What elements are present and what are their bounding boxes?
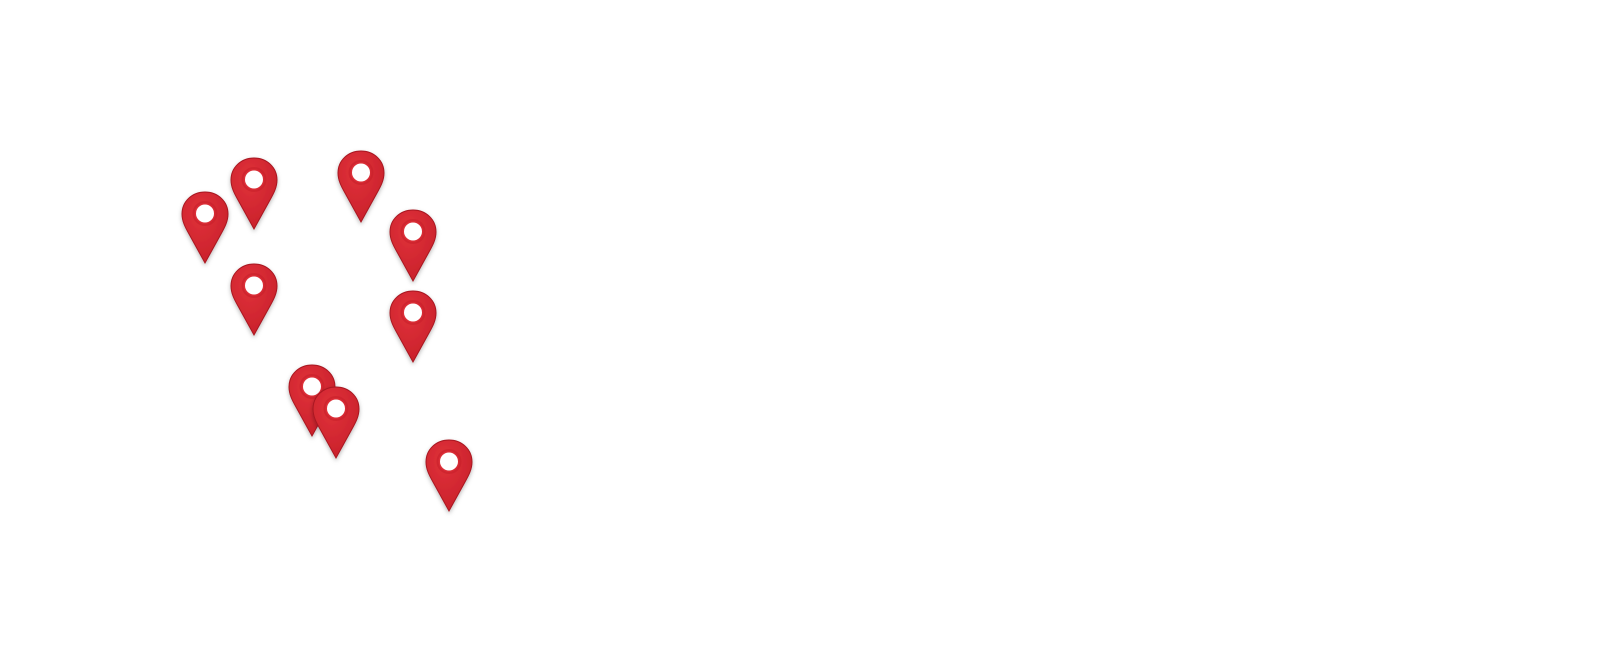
map-marker[interactable] xyxy=(311,385,361,461)
map-marker[interactable] xyxy=(388,208,438,284)
map-pin-icon xyxy=(230,263,278,337)
map-pin-icon xyxy=(312,386,360,460)
map-pin-icon xyxy=(288,364,336,438)
map-pin-icon xyxy=(389,290,437,364)
map-marker[interactable] xyxy=(287,363,337,439)
map-marker[interactable] xyxy=(229,262,279,338)
map-marker[interactable] xyxy=(180,190,230,266)
map-pin-icon xyxy=(181,191,229,265)
map-pin-icon xyxy=(425,439,473,513)
map-pin-icon xyxy=(230,157,278,231)
map-pin-icon xyxy=(337,150,385,224)
map-marker[interactable] xyxy=(424,438,474,514)
map-marker[interactable] xyxy=(388,289,438,365)
map-marker[interactable] xyxy=(229,156,279,232)
map-pin-icon xyxy=(389,209,437,283)
map-marker[interactable] xyxy=(336,149,386,225)
